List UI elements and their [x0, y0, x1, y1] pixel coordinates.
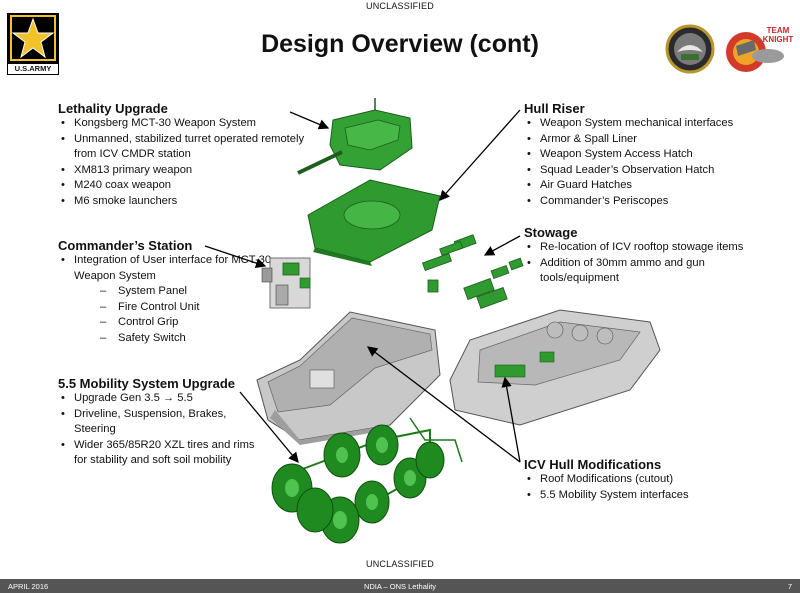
list-item: Air Guard Hatches	[524, 178, 794, 194]
sub-list-item: Fire Control Unit	[58, 300, 308, 316]
turret-model	[297, 98, 413, 175]
icv-hull-title: ICV Hull Modifications	[524, 457, 662, 472]
army-star-icon	[10, 15, 56, 61]
page-number: 7	[787, 582, 792, 591]
list-item: M240 coax weapon	[58, 178, 308, 194]
list-item: Re-location of ICV rooftop stowage items	[524, 240, 784, 256]
commander-section: Commander’s Station Integration of User …	[58, 238, 308, 346]
army-logo-text: U.S.ARMY	[7, 63, 59, 75]
mobility-section: 5.5 Mobility System Upgrade Upgrade Gen …	[58, 376, 263, 469]
list-item: Wider 365/85R20 XZL tires and rims for s…	[58, 438, 263, 469]
list-item: Unmanned, stabilized turret operated rem…	[58, 132, 308, 163]
list-item: Kongsberg MCT-30 Weapon System	[58, 116, 308, 132]
list-item: Upgrade Gen 3.5 → 5.5	[58, 391, 263, 407]
sub-list-item: System Panel	[58, 284, 308, 300]
lethality-title: Lethality Upgrade	[58, 101, 168, 116]
stowage-section: Stowage Re-location of ICV rooftop stowa…	[524, 225, 784, 287]
list-item: Roof Modifications (cutout)	[524, 472, 784, 488]
list-item: M6 smoke launchers	[58, 194, 308, 210]
sub-list-item: Control Grip	[58, 315, 308, 331]
callout-arrows	[204, 109, 521, 464]
list-item: Squad Leader’s Observation Hatch	[524, 163, 794, 179]
hull-riser-section: Hull Riser Weapon System mechanical inte…	[524, 101, 794, 209]
list-item: Addition of 30mm ammo and gun tools/equi…	[524, 256, 755, 287]
list-item: Commander’s Periscopes	[524, 194, 794, 210]
commander-title: Commander’s Station	[58, 238, 193, 253]
list-item: XM813 primary weapon	[58, 163, 308, 179]
classification-bottom: UNCLASSIFIED	[366, 559, 434, 569]
classification-top: UNCLASSIFIED	[366, 1, 434, 11]
hull-riser-title: Hull Riser	[524, 101, 585, 116]
footer-date: APRIL 2016	[8, 582, 49, 591]
sub-list-item: Safety Switch	[58, 331, 308, 347]
mobility-chassis-model	[271, 417, 463, 544]
team-knight-logo: TEAM KNIGHT	[720, 22, 796, 78]
army-logo: U.S.ARMY	[7, 13, 59, 75]
mobility-title: 5.5 Mobility System Upgrade	[58, 376, 235, 391]
footer-bar: APRIL 2016 NDIA – ONS Lethality 7	[0, 579, 800, 593]
icv-hull-section: ICV Hull Modifications Roof Modification…	[524, 457, 784, 503]
footer-title: NDIA – ONS Lethality	[363, 582, 437, 591]
list-item: Weapon System mechanical interfaces	[524, 116, 794, 132]
commander-station-model	[261, 257, 311, 309]
stowage-items-model	[421, 234, 524, 309]
eagle-seal-logo	[665, 24, 715, 74]
list-item: Integration of User interface for MCT-30…	[58, 253, 274, 284]
list-item: Driveline, Suspension, Brakes, Steering	[58, 407, 234, 438]
stowage-title: Stowage	[524, 225, 578, 240]
page-title: Design Overview (cont)	[261, 30, 539, 58]
list-item: Armor & Spall Liner	[524, 132, 794, 148]
list-item: Weapon System Access Hatch	[524, 147, 794, 163]
team-knight-text: TEAM KNIGHT	[762, 26, 794, 44]
hull-model	[256, 311, 441, 445]
hull-riser-model	[307, 179, 441, 266]
lethality-section: Lethality Upgrade Kongsberg MCT-30 Weapo…	[58, 101, 308, 209]
icv-hull-model	[449, 309, 661, 426]
list-item: 5.5 Mobility System interfaces	[524, 488, 784, 504]
